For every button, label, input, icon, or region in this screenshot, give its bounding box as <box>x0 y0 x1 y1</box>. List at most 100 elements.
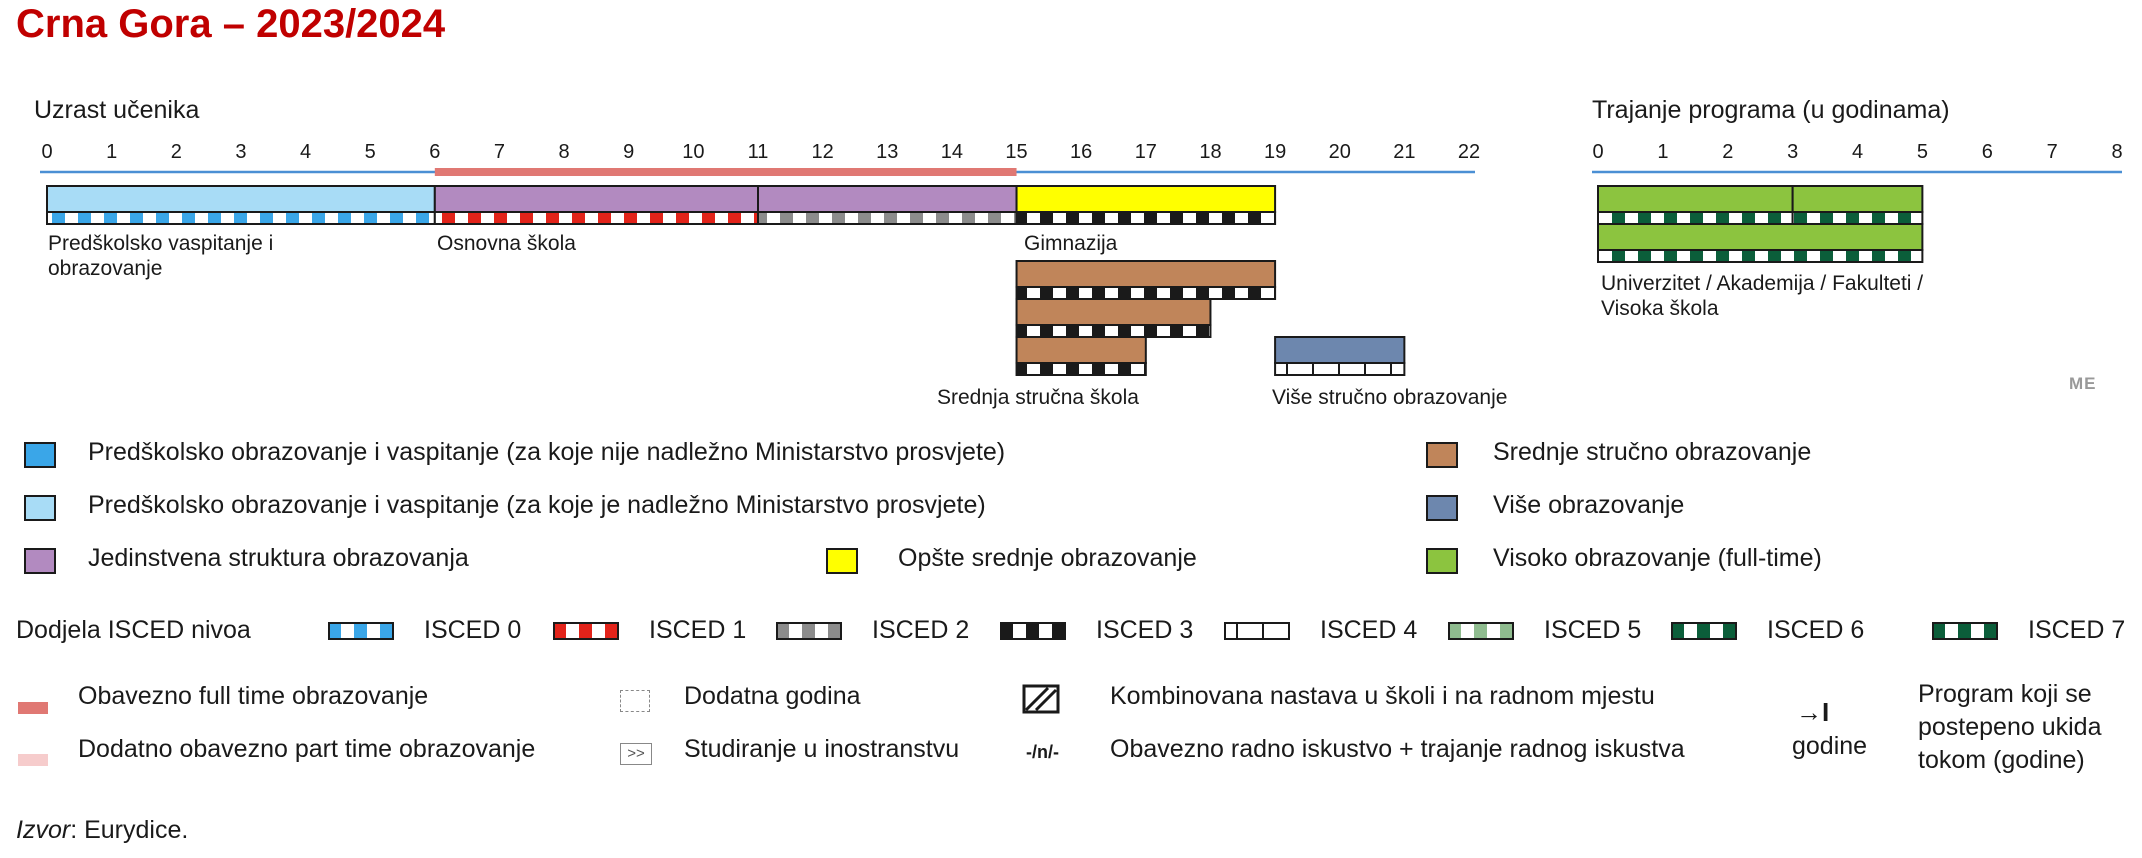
isced-swatch-fill-1 <box>553 622 619 640</box>
note-compulsory-part: Dodatno obavezno part time obrazovanje <box>78 735 536 763</box>
note-study-abroad: Studiranje u inostranstvu <box>684 735 960 763</box>
isced-label-1: ISCED 1 <box>649 616 747 644</box>
vocational-label: Srednja stručna škola <box>937 386 1139 409</box>
source-text: : Eurydice. <box>70 816 189 844</box>
compulsory-full-swatch <box>18 702 48 714</box>
age-tick-11: 11 <box>748 141 769 163</box>
bar-primary-isced1 <box>433 185 759 213</box>
age-tick-15: 15 <box>1005 141 1027 163</box>
duration-tick-6: 6 <box>1982 141 1993 163</box>
age-tick-1: 1 <box>106 141 117 163</box>
legend-swatch-post-secondary <box>1426 495 1458 521</box>
age-tick-6: 6 <box>429 141 440 163</box>
legend-single-structure: Jedinstvena struktura obrazovanja <box>88 544 469 572</box>
bar-preschool <box>46 185 436 213</box>
bar-primary-isced2-isced-stripe <box>757 211 1018 225</box>
isced-swatch-fill-5 <box>1448 622 1514 640</box>
bar-gymnasium-isced-stripe <box>1015 211 1277 225</box>
bar-post-secondary-isced-stripe <box>1274 362 1406 376</box>
duration-tick-4: 4 <box>1852 141 1863 163</box>
age-tick-9: 9 <box>623 141 634 163</box>
bar-vocational-4y <box>1015 260 1277 288</box>
duration-tick-3: 3 <box>1787 141 1798 163</box>
note-compulsory-full: Obavezno full time obrazovanje <box>78 682 429 710</box>
isced-swatch-0 <box>328 622 394 640</box>
bar-vocational-3y <box>1015 298 1212 326</box>
isced-swatch-fill-6 <box>1671 622 1737 640</box>
university-label-line2: Visoka škola <box>1601 297 1719 320</box>
legend-swatch-preschool-non-ministry <box>24 442 56 468</box>
bar-vocational-4y-isced-stripe <box>1015 286 1277 300</box>
duration-bar-bachelor <box>1597 185 1794 213</box>
isced-label-7: ISCED 7 <box>2028 616 2126 644</box>
note-combined: Kombinovana nastava u školi i na radnom … <box>1110 682 1655 710</box>
source-prefix: Izvor <box>16 816 71 844</box>
age-tick-22: 22 <box>1458 141 1480 163</box>
duration-tick-1: 1 <box>1657 141 1668 163</box>
age-tick-3: 3 <box>235 141 246 163</box>
combined-learning-icon <box>1022 684 1060 714</box>
legend-higher: Visoko obrazovanje (full-time) <box>1493 544 1822 572</box>
age-tick-10: 10 <box>682 141 704 163</box>
legend-general-secondary: Opšte srednje obrazovanje <box>898 544 1197 572</box>
compulsory-part-swatch <box>18 754 48 766</box>
duration-tick-5: 5 <box>1917 141 1928 163</box>
duration-tick-7: 7 <box>2047 141 2058 163</box>
age-tick-8: 8 <box>559 141 570 163</box>
bar-primary-isced1-isced-stripe <box>433 211 759 225</box>
age-tick-5: 5 <box>365 141 376 163</box>
legend-swatch-vocational-secondary <box>1426 442 1458 468</box>
university-label-line1: Univerzitet / Akademija / Fakulteti / <box>1601 272 1924 295</box>
phase-out-unit: godine <box>1792 732 1868 760</box>
duration-bar-master-isced-stripe <box>1791 211 1924 225</box>
isced-swatch-2 <box>776 622 842 640</box>
note-phase-out-line3: tokom (godine) <box>1918 746 2085 774</box>
bar-vocational-2y-isced-stripe <box>1015 362 1147 376</box>
age-tick-21: 21 <box>1393 141 1415 163</box>
gymnasium-label: Gimnazija <box>1024 232 1118 255</box>
isced-swatch-fill-2 <box>776 622 842 640</box>
duration-bar-master <box>1791 185 1924 213</box>
age-tick-16: 16 <box>1070 141 1092 163</box>
bar-gymnasium <box>1015 185 1277 213</box>
work-experience-icon: -/n/- <box>1026 742 1059 762</box>
isced-swatch-3 <box>1000 622 1066 640</box>
age-tick-0: 0 <box>41 141 52 163</box>
preschool-label-line1: Predškolsko vaspitanje i <box>48 232 274 255</box>
bar-preschool-isced-stripe <box>46 211 436 225</box>
age-tick-13: 13 <box>876 141 898 163</box>
isced-swatch-fill-7 <box>1932 622 1998 640</box>
country-code: ME <box>2069 374 2097 393</box>
legend-swatch-preschool-ministry <box>24 495 56 521</box>
duration-tick-2: 2 <box>1722 141 1733 163</box>
legend-swatch-higher <box>1426 548 1458 574</box>
isced-swatch-5 <box>1448 622 1514 640</box>
page-title: Crna Gora – 2023/2024 <box>16 2 446 46</box>
primary-label: Osnovna škola <box>437 232 576 255</box>
legend-preschool-non-ministry: Predškolsko obrazovanje i vaspitanje (za… <box>88 438 1006 466</box>
isced-label-5: ISCED 5 <box>1544 616 1642 644</box>
legend-swatch-single-structure <box>24 548 56 574</box>
age-tick-18: 18 <box>1199 141 1221 163</box>
age-tick-12: 12 <box>812 141 834 163</box>
post-secondary-label: Više stručno obrazovanje <box>1272 386 1508 409</box>
duration-axis-label: Trajanje programa (u godinama) <box>1592 96 1950 124</box>
isced-swatch-fill-0 <box>328 622 394 640</box>
age-tick-4: 4 <box>300 141 311 163</box>
isced-swatch-6 <box>1671 622 1737 640</box>
isced-label-6: ISCED 6 <box>1767 616 1865 644</box>
phase-out-icon: →I <box>1796 697 1830 727</box>
isced-swatch-fill-3 <box>1000 622 1066 640</box>
age-tick-7: 7 <box>494 141 505 163</box>
isced-swatch-1 <box>553 622 619 640</box>
duration-tick-0: 0 <box>1592 141 1603 163</box>
duration-bars <box>1597 185 1924 263</box>
programme-bars <box>46 185 1406 376</box>
age-axis-label: Uzrast učenika <box>34 96 200 124</box>
preschool-label-line2: obrazovanje <box>48 257 163 280</box>
isced-swatch-7 <box>1932 622 1998 640</box>
legend-preschool-ministry: Predškolsko obrazovanje i vaspitanje (za… <box>88 491 986 519</box>
